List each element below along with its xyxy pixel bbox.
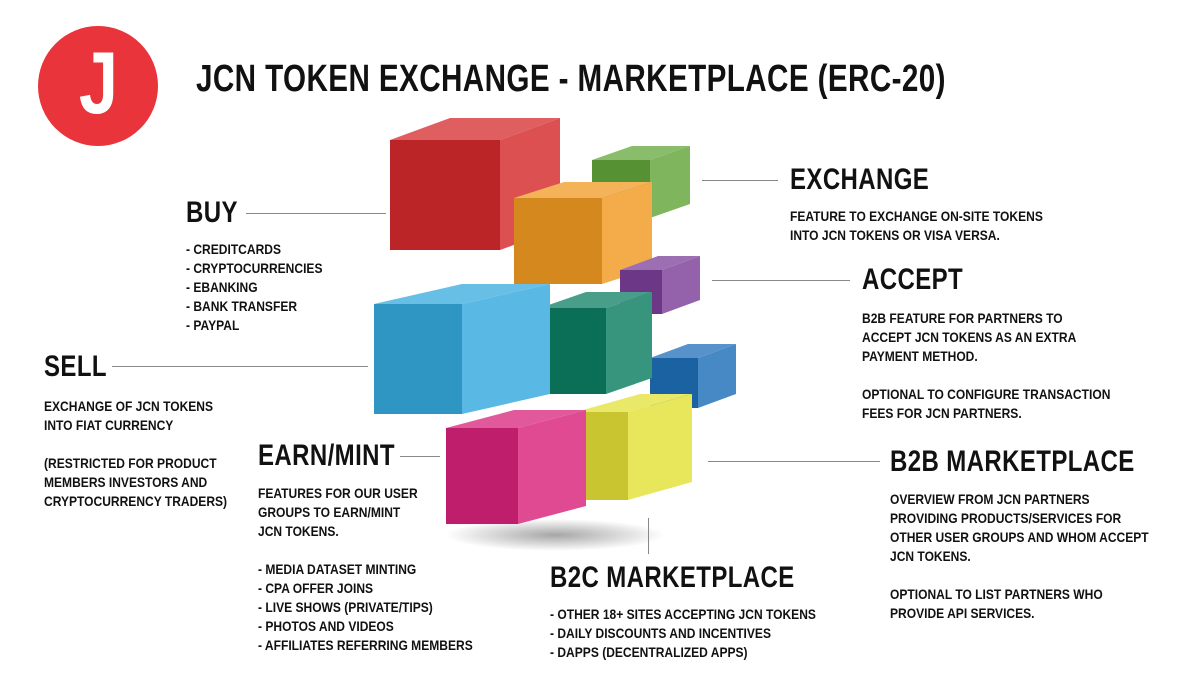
earn-body: FEATURES FOR OUR USER GROUPS TO EARN/MIN… xyxy=(258,484,473,655)
cube-purple-top xyxy=(620,256,700,270)
exchange-heading: EXCHANGE xyxy=(790,163,930,196)
buy-list: CREDITCARDS CRYPTOCURRENCIES EBANKING BA… xyxy=(186,240,322,335)
cubes-shadow xyxy=(445,519,665,551)
buy-body: CREDITCARDS CRYPTOCURRENCIES EBANKING BA… xyxy=(186,240,322,335)
b2b-line: OPTIONAL TO LIST PARTNERS WHO xyxy=(890,586,1103,602)
exchange-line: INTO JCN TOKENS OR VISA VERSA. xyxy=(790,227,1000,243)
cube-magenta-top xyxy=(446,410,586,428)
accept-heading: ACCEPT xyxy=(862,263,964,296)
cube-red-front xyxy=(390,140,500,250)
cube-orange-front xyxy=(514,198,602,284)
accept-line: OPTIONAL TO CONFIGURE TRANSACTION xyxy=(862,386,1111,402)
list-item: PAYPAL xyxy=(186,316,322,335)
accept-line: ACCEPT JCN TOKENS AS AN EXTRA xyxy=(862,329,1077,345)
cube-yellow-front xyxy=(576,412,628,500)
cube-red-top xyxy=(390,118,560,140)
list-item: CRYPTOCURRENCIES xyxy=(186,259,322,278)
cube-magenta-side xyxy=(518,410,586,524)
earn-connector xyxy=(400,456,440,457)
logo-letter: J xyxy=(78,33,118,132)
earn-line: FEATURES FOR OUR USER xyxy=(258,485,418,501)
logo: J xyxy=(38,26,158,146)
accept-line: B2B FEATURE FOR PARTNERS TO xyxy=(862,310,1063,326)
buy-heading: BUY xyxy=(186,196,238,229)
cube-teal-front xyxy=(540,308,606,394)
list-item: AFFILIATES REFERRING MEMBERS xyxy=(258,636,473,655)
earn-list: MEDIA DATASET MINTING CPA OFFER JOINS LI… xyxy=(258,560,473,655)
accept-connector xyxy=(712,280,850,281)
earn-line: GROUPS TO EARN/MINT xyxy=(258,504,401,520)
exchange-connector xyxy=(702,180,778,181)
accept-body: B2B FEATURE FOR PARTNERS TO ACCEPT JCN T… xyxy=(862,309,1110,423)
earn-line: JCN TOKENS. xyxy=(258,523,339,539)
list-item: CREDITCARDS xyxy=(186,240,322,259)
cube-orange-side xyxy=(602,182,652,284)
list-item: BANK TRANSFER xyxy=(186,297,322,316)
cube-orange-top xyxy=(514,182,652,198)
cube-blue-side xyxy=(698,344,736,408)
sell-note: (RESTRICTED FOR PRODUCT xyxy=(44,455,217,471)
b2b-line: PROVIDE API SERVICES. xyxy=(890,605,1035,621)
sell-line: INTO FIAT CURRENCY xyxy=(44,417,174,433)
buy-connector xyxy=(246,213,386,214)
sell-connector xyxy=(112,366,368,367)
b2b-body: OVERVIEW FROM JCN PARTNERS PROVIDING PRO… xyxy=(890,490,1149,623)
b2b-connector xyxy=(708,461,880,462)
cube-purple-side xyxy=(662,256,700,314)
cube-teal-top xyxy=(540,292,652,308)
list-item: DAILY DISCOUNTS AND INCENTIVES xyxy=(550,624,816,643)
exchange-body: FEATURE TO EXCHANGE ON-SITE TOKENS INTO … xyxy=(790,207,1043,245)
cube-cyan-side xyxy=(462,284,550,414)
b2b-heading: B2B MARKETPLACE xyxy=(890,445,1135,478)
b2b-line: OTHER USER GROUPS AND WHOM ACCEPT xyxy=(890,529,1149,545)
sell-heading: SELL xyxy=(44,350,107,383)
cube-yellow-side xyxy=(628,394,692,500)
cube-teal-side xyxy=(606,292,652,394)
list-item: LIVE SHOWS (PRIVATE/TIPS) xyxy=(258,598,473,617)
cube-blue-top xyxy=(650,344,736,358)
b2b-line: JCN TOKENS. xyxy=(890,548,971,564)
list-item: OTHER 18+ SITES ACCEPTING JCN TOKENS xyxy=(550,605,816,624)
sell-note: CRYPTOCURRENCY TRADERS) xyxy=(44,493,228,509)
list-item: MEDIA DATASET MINTING xyxy=(258,560,473,579)
sell-body: EXCHANGE OF JCN TOKENS INTO FIAT CURRENC… xyxy=(44,397,227,511)
b2c-connector xyxy=(648,518,649,554)
page-title: JCN TOKEN EXCHANGE - MARKETPLACE (ERC-20… xyxy=(196,58,946,100)
b2b-line: PROVIDING PRODUCTS/SERVICES FOR xyxy=(890,510,1122,526)
b2c-list: OTHER 18+ SITES ACCEPTING JCN TOKENS DAI… xyxy=(550,605,816,662)
accept-line: FEES FOR JCN PARTNERS. xyxy=(862,405,1022,421)
list-item: CPA OFFER JOINS xyxy=(258,579,473,598)
list-item: EBANKING xyxy=(186,278,322,297)
cube-magenta-front xyxy=(446,428,518,524)
b2c-body: OTHER 18+ SITES ACCEPTING JCN TOKENS DAI… xyxy=(550,605,816,662)
cube-green-side xyxy=(650,146,690,218)
list-item: DAPPS (DECENTRALIZED APPS) xyxy=(550,643,816,662)
cube-yellow-top xyxy=(576,394,692,412)
cube-cyan-front xyxy=(374,304,462,414)
cube-cyan-top xyxy=(374,284,550,304)
accept-line: PAYMENT METHOD. xyxy=(862,348,978,364)
b2c-heading: B2C MARKETPLACE xyxy=(550,561,795,594)
earn-heading: EARN/MINT xyxy=(258,439,395,472)
b2b-line: OVERVIEW FROM JCN PARTNERS xyxy=(890,491,1090,507)
exchange-line: FEATURE TO EXCHANGE ON-SITE TOKENS xyxy=(790,208,1043,224)
sell-line: EXCHANGE OF JCN TOKENS xyxy=(44,398,214,414)
sell-note: MEMBERS INVESTORS AND xyxy=(44,474,208,490)
list-item: PHOTOS AND VIDEOS xyxy=(258,617,473,636)
cube-green-top xyxy=(592,146,690,160)
